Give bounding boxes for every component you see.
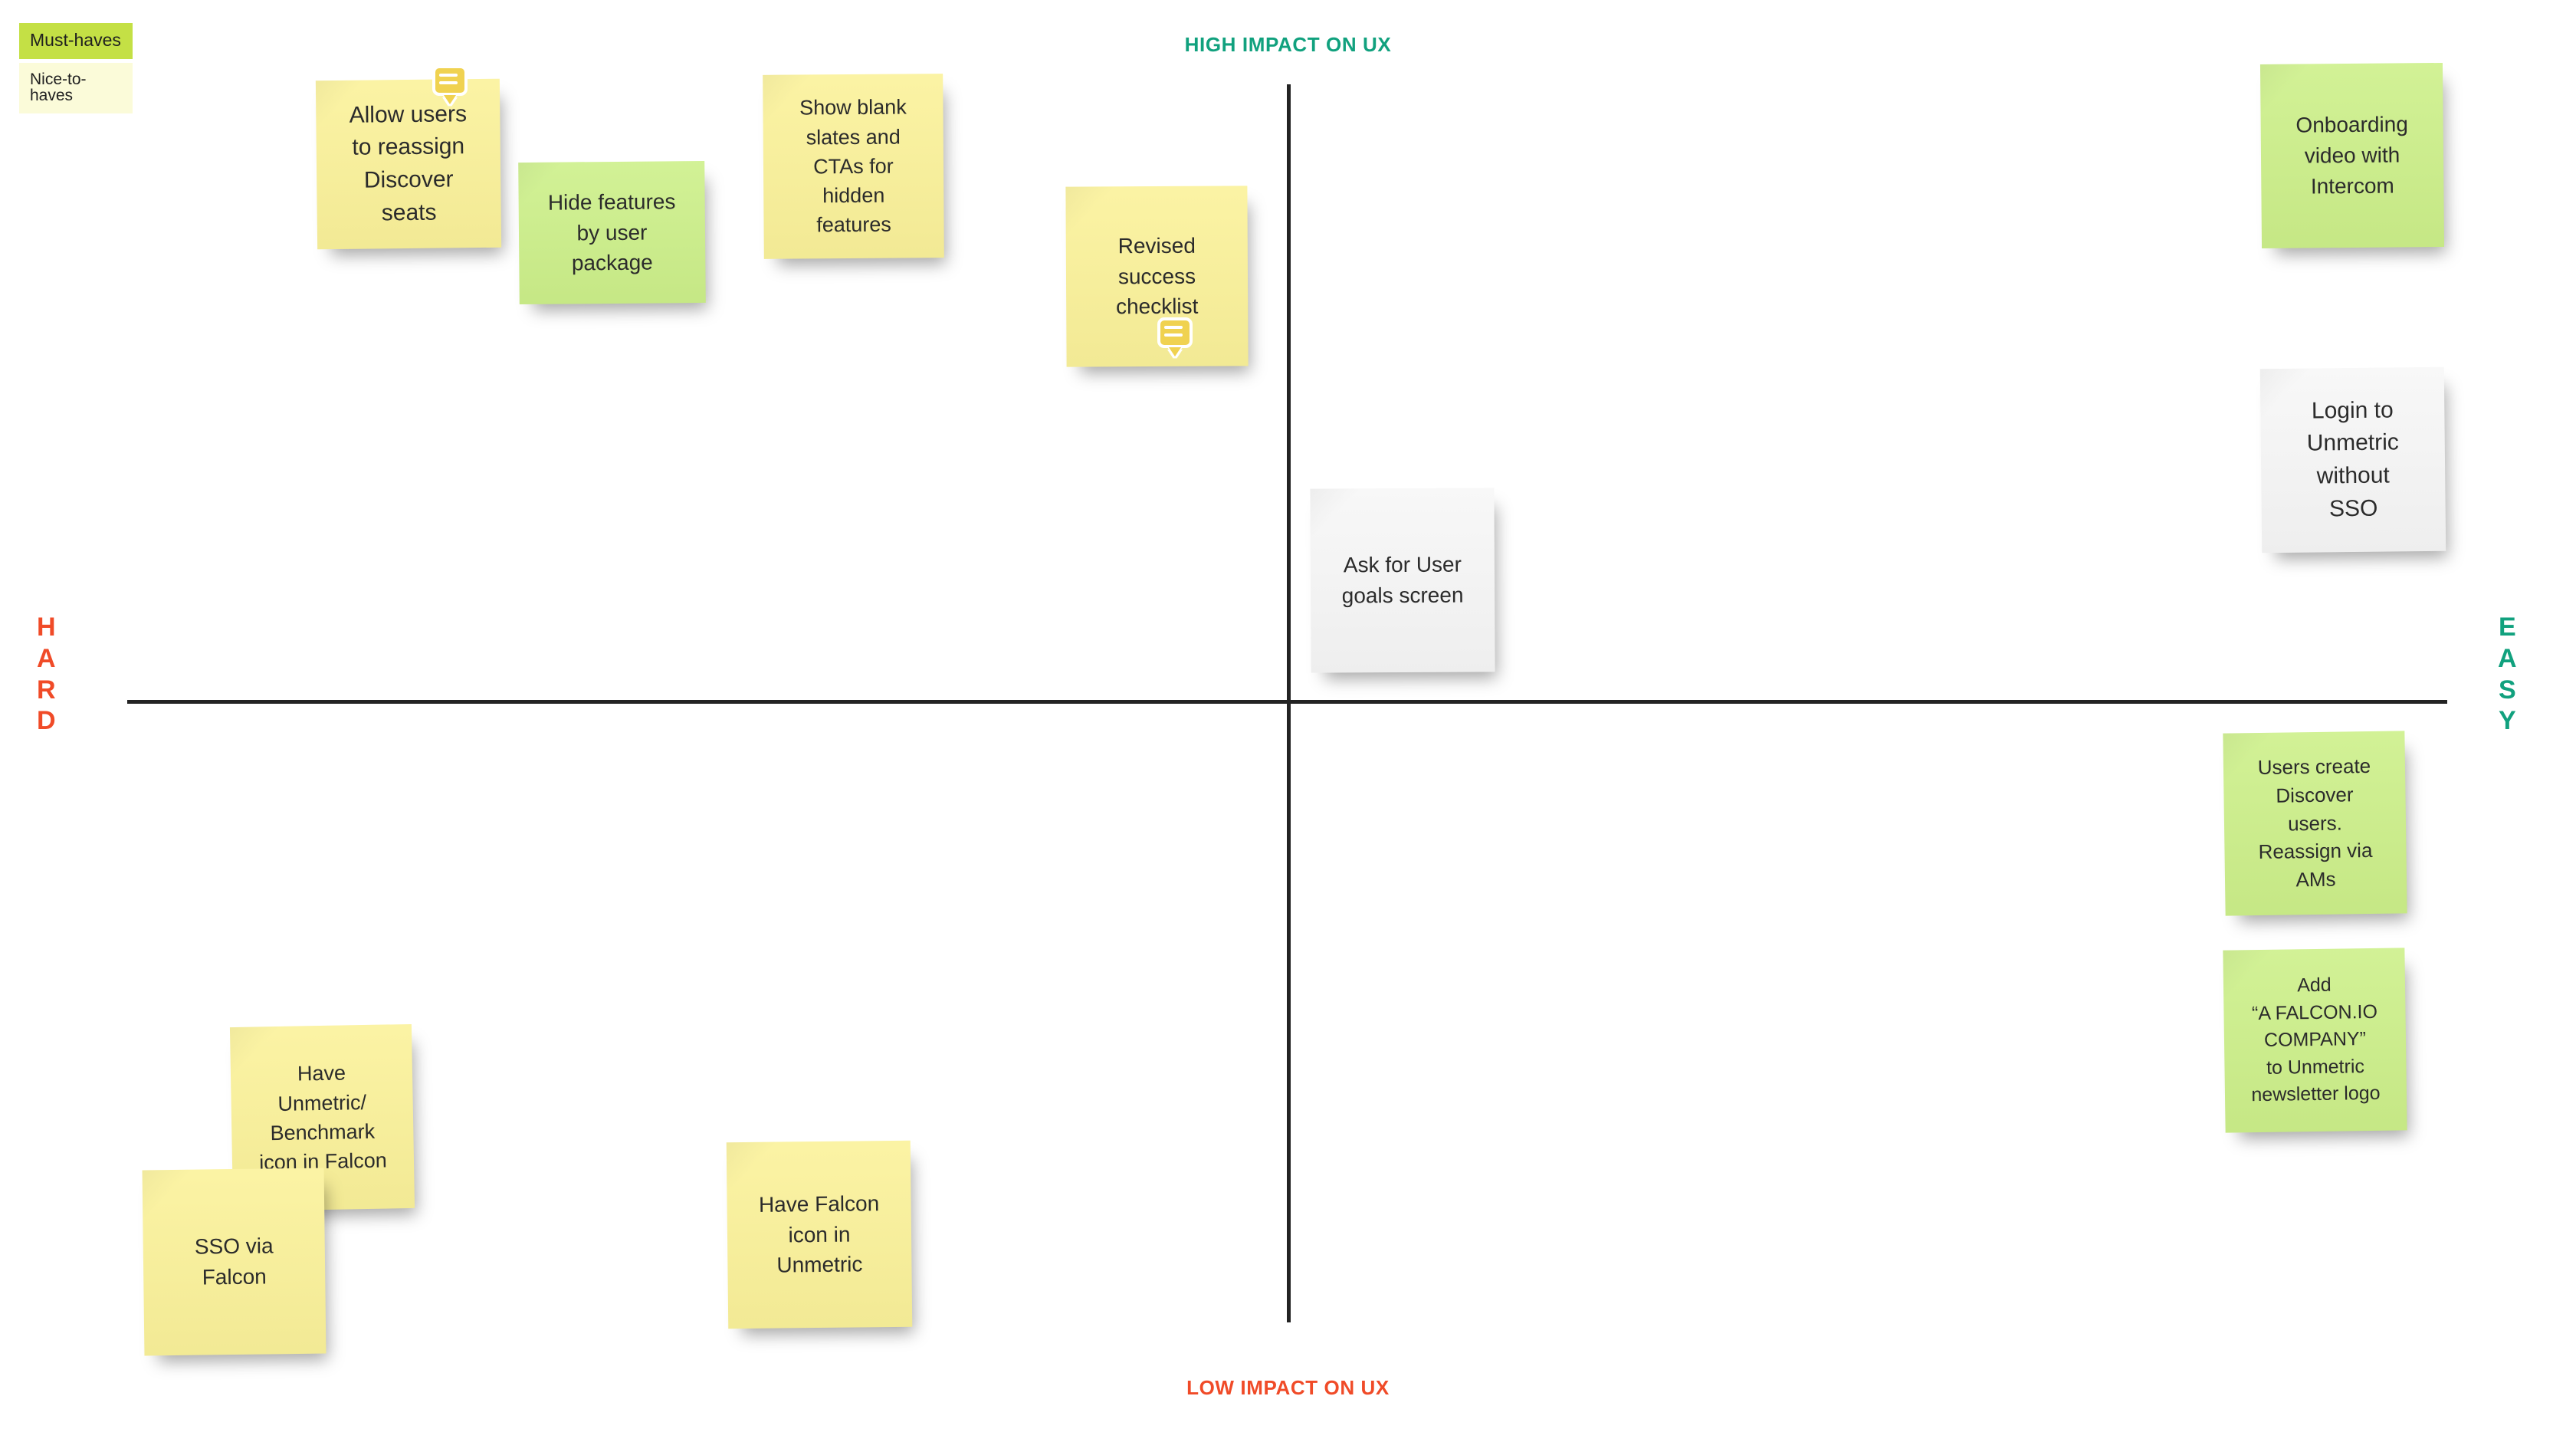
comment-line-2 (1164, 333, 1183, 337)
sticky-note-text: Revised success checklist (1115, 233, 1199, 319)
sticky-note-text: Ask for User goals screen (1341, 552, 1464, 608)
axis-label-hard-letter-r: R (37, 675, 56, 705)
sticky-note-sso-via-falcon[interactable]: SSO via Falcon (142, 1168, 327, 1356)
legend-label-nice-to-haves: Nice-to-haves (30, 71, 87, 104)
sticky-note-text: Have Falcon icon in Unmetric (758, 1191, 880, 1277)
sticky-note-text: Allow users to reassign Discover seats (349, 101, 468, 225)
sticky-note-text: Users create Discover users. Reassign vi… (2257, 754, 2373, 892)
sticky-note-text: Have Unmetric/ Benchmark icon in Falcon (258, 1061, 388, 1174)
axis-label-high-impact: HIGH IMPACT ON UX (1184, 33, 1392, 56)
comment-tail (444, 95, 456, 104)
axis-label-easy-letter-e: E (2498, 613, 2516, 642)
comment-bubble-shape (1157, 317, 1193, 348)
sticky-note-show-blank-slates-ctas[interactable]: Show blank slates and CTAs for hidden fe… (763, 74, 944, 259)
sticky-note-hide-features-by-user-package[interactable]: Hide features by user package (518, 160, 706, 305)
axis-label-hard-letter-h: H (37, 613, 56, 642)
sticky-note-text: Onboarding video with Intercom (2295, 112, 2408, 199)
axis-label-easy: E A S Y (2498, 612, 2517, 737)
sticky-note-onboarding-video-with-intercom[interactable]: Onboarding video with Intercom (2259, 62, 2445, 249)
comment-line-2 (439, 81, 458, 84)
comment-bubble-shape (432, 65, 468, 96)
sticky-note-text: SSO via Falcon (194, 1233, 274, 1289)
comment-tail (1169, 347, 1181, 356)
sticky-note-text: Hide features by user package (547, 189, 676, 275)
sticky-note-text: Add “A FALCON.IO COMPANY” to Unmetric ne… (2251, 974, 2381, 1106)
axis-label-easy-letter-y: Y (2498, 706, 2516, 736)
axis-label-hard-letter-d: D (37, 706, 56, 736)
sticky-note-text: Login to Unmetric without SSO (2306, 397, 2399, 521)
sticky-note-login-to-unmetric-without-sso[interactable]: Login to Unmetric without SSO (2259, 366, 2446, 553)
axis-label-low-impact: LOW IMPACT ON UX (1186, 1376, 1390, 1399)
axis-label-hard: H A R D (37, 612, 56, 737)
axis-label-hard-letter-a: A (37, 643, 56, 673)
legend-label-must-haves: Must-haves (30, 30, 121, 50)
horizontal-axis-line (127, 700, 2447, 704)
comment-line-1 (439, 74, 458, 77)
sticky-note-have-falcon-icon-in-unmetric[interactable]: Have Falcon icon in Unmetric (726, 1140, 913, 1329)
sticky-note-ask-for-user-goals-screen[interactable]: Ask for User goals screen (1310, 488, 1495, 673)
legend-item-nice-to-haves[interactable]: Nice-to-haves (19, 63, 133, 113)
sticky-note-text: Show blank slates and CTAs for hidden fe… (799, 95, 907, 237)
axis-label-easy-letter-a: A (2498, 643, 2517, 673)
sticky-note-add-a-falcon-io-company[interactable]: Add “A FALCON.IO COMPANY” to Unmetric ne… (2223, 948, 2407, 1133)
sticky-note-allow-users-reassign-discover-seats[interactable]: Allow users to reassign Discover seats (315, 78, 502, 250)
comment-icon[interactable] (432, 65, 468, 104)
comment-icon[interactable] (1157, 317, 1193, 356)
legend-item-must-haves[interactable]: Must-haves (19, 23, 133, 59)
axis-label-easy-letter-s: S (2498, 675, 2516, 705)
comment-line-1 (1164, 326, 1183, 329)
legend: Must-haves Nice-to-haves (19, 23, 133, 113)
sticky-note-users-create-discover-users[interactable]: Users create Discover users. Reassign vi… (2223, 731, 2407, 916)
